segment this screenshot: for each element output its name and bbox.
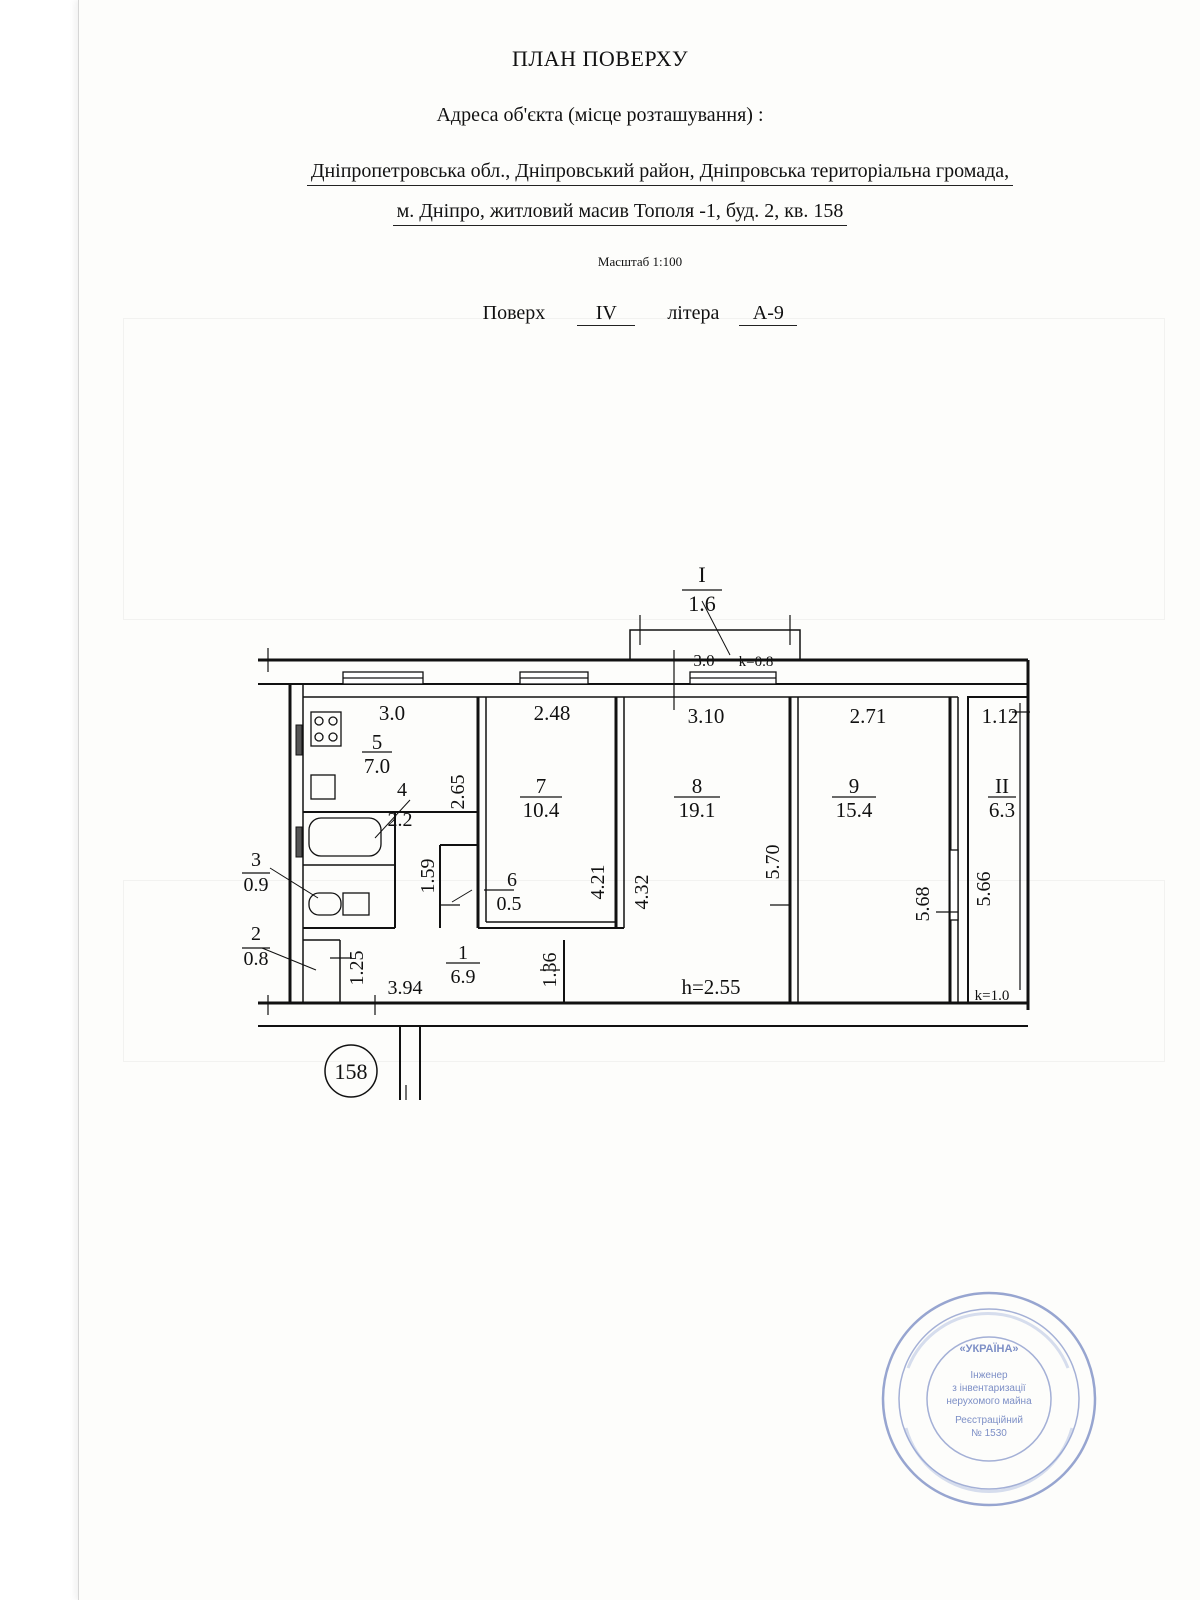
dim-balcony-2-depth: 5.66 bbox=[973, 872, 995, 907]
apartment-number: 158 bbox=[335, 1059, 368, 1084]
page-title: ПЛАН ПОВЕРХУ bbox=[511, 46, 689, 71]
dim-room7-depth: 4.21 bbox=[587, 865, 609, 900]
room-5-area: 7.0 bbox=[364, 754, 390, 778]
dim-hall-depth-2: 1.36 bbox=[539, 953, 561, 988]
bleed-through-table-lower bbox=[123, 880, 1165, 1062]
room-1-area: 6.9 bbox=[451, 966, 476, 988]
room-2-number: 2 bbox=[251, 923, 261, 945]
fraction-bars bbox=[242, 589, 1016, 964]
stamp-line-2: з інвентаризації bbox=[952, 1383, 1026, 1394]
address-line-2: м. Дніпро, житловий масив Тополя -1, буд… bbox=[0, 200, 1200, 226]
balcony-2-area: 6.3 bbox=[989, 798, 1015, 822]
burner-icon bbox=[314, 716, 324, 726]
dimension-ticks bbox=[267, 615, 1030, 1100]
official-stamp: «УКРАЇНА» Інженер з інвентаризації нерух… bbox=[878, 1288, 1100, 1510]
page-margin bbox=[0, 0, 78, 1600]
bathtub-icon bbox=[308, 817, 382, 857]
scale-label: Масштаб 1:100 bbox=[597, 254, 683, 269]
floor-value: IV bbox=[577, 302, 636, 326]
stove-icon bbox=[310, 711, 342, 747]
toilet-icon bbox=[308, 892, 342, 916]
room-5-number: 5 bbox=[372, 730, 383, 754]
dim-balcony-2-width: 1.12 bbox=[982, 704, 1019, 728]
room-6-number: 6 bbox=[507, 869, 517, 891]
room-2-area: 0.8 bbox=[244, 948, 269, 970]
washbasin-icon bbox=[342, 892, 370, 916]
room-9-area: 15.4 bbox=[836, 798, 873, 822]
apartment-number-circle bbox=[324, 1044, 378, 1098]
ceiling-height: h=2.55 bbox=[681, 975, 740, 999]
address-label: Адреса об'єкта (місце розташування) : bbox=[436, 104, 764, 126]
fixtures bbox=[308, 711, 382, 916]
letter-value: А-9 bbox=[739, 302, 798, 326]
balcony-2-roman: II bbox=[995, 774, 1009, 798]
address-line-1: Дніпропетровська обл., Дніпровський райо… bbox=[0, 160, 1200, 186]
dim-room8-depth-right: 5.70 bbox=[762, 845, 784, 880]
letter-label: літера bbox=[667, 302, 720, 324]
address-line-2-text: м. Дніпро, житловий масив Тополя -1, буд… bbox=[392, 200, 848, 226]
balcony-1-area: 1.6 bbox=[688, 591, 716, 616]
radiators bbox=[295, 724, 303, 858]
walls bbox=[258, 629, 1030, 1100]
kitchen-sink-icon bbox=[310, 774, 336, 800]
dim-hall-depth-1: 1.25 bbox=[346, 951, 368, 986]
stamp-line-4: Реєстраційний bbox=[955, 1415, 1023, 1426]
balcony-1-width: 3.0 bbox=[693, 651, 714, 670]
room-8-area: 19.1 bbox=[679, 798, 716, 822]
dim-room9-depth: 5.68 bbox=[912, 887, 934, 922]
room-7-area: 10.4 bbox=[523, 798, 560, 822]
stamp-line-1: Інженер bbox=[970, 1370, 1008, 1381]
windows bbox=[342, 671, 959, 921]
dim-room7-width: 2.48 bbox=[534, 701, 571, 725]
dim-room9-width: 2.71 bbox=[850, 704, 887, 728]
room-3-area: 0.9 bbox=[244, 874, 269, 896]
dim-room8-width: 3.10 bbox=[688, 704, 725, 728]
floor-line: Поверх IV літера А-9 bbox=[0, 302, 1200, 326]
room-4-area: 2.2 bbox=[388, 809, 413, 831]
stamp-line-5: № 1530 bbox=[971, 1428, 1007, 1439]
floor-label: Поверх bbox=[482, 302, 546, 324]
dim-kitchen-depth: 2.65 bbox=[447, 775, 469, 810]
document-page bbox=[78, 0, 1200, 1600]
dim-storage-depth: 1.59 bbox=[417, 859, 439, 894]
bleed-through-table bbox=[123, 318, 1165, 620]
burner-icon bbox=[314, 732, 324, 742]
dim-kitchen-width: 3.0 bbox=[379, 701, 405, 725]
stamp-rings bbox=[881, 1291, 1097, 1507]
stamp-center-title: «УКРАЇНА» bbox=[959, 1343, 1019, 1355]
dim-hall-width: 3.94 bbox=[388, 977, 423, 999]
room-8-number: 8 bbox=[692, 774, 703, 798]
address-line-1-text: Дніпропетровська обл., Дніпровський райо… bbox=[306, 160, 1014, 186]
burner-icon bbox=[328, 716, 338, 726]
room-1-number: 1 bbox=[458, 942, 468, 964]
room-3-number: 3 bbox=[251, 849, 261, 871]
room-7-number: 7 bbox=[536, 774, 547, 798]
balcony-2-k: k=1.0 bbox=[975, 988, 1010, 1004]
stamp-line-3: нерухомого майна bbox=[946, 1396, 1032, 1407]
balcony-1-roman: I bbox=[698, 562, 705, 587]
room-4-number: 4 bbox=[397, 779, 407, 801]
leader-lines bbox=[261, 600, 731, 971]
burner-icon bbox=[328, 732, 338, 742]
room-6-area: 0.5 bbox=[497, 893, 522, 915]
dim-room8-depth-left: 4.32 bbox=[631, 875, 653, 910]
room-9-number: 9 bbox=[849, 774, 860, 798]
balcony-1-k: k=0.8 bbox=[739, 654, 774, 670]
